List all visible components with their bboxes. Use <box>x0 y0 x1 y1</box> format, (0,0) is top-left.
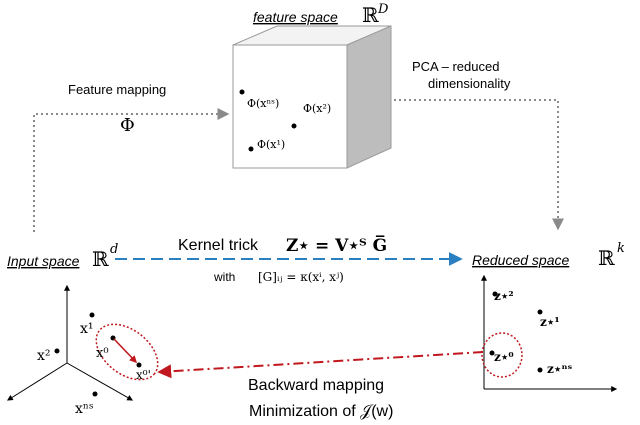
reduced-point-0-label: z⋆⁰ <box>494 350 514 364</box>
input-point-1-label: x¹ <box>80 321 94 337</box>
reduced-point-0 <box>489 350 495 356</box>
feature-point-ns <box>239 89 245 95</box>
feature-point-2-label: Φ(x²) <box>303 102 331 115</box>
pca-arrow <box>394 99 564 231</box>
reduced-point-1 <box>537 309 543 315</box>
backward-mapping-arrow <box>157 351 484 379</box>
reduced-space-axes <box>481 274 618 392</box>
svg-text:feature space: feature space <box>253 9 338 25</box>
minimization-label: Minimization of 𝒥(w) <box>249 403 393 420</box>
input-point-ns <box>92 391 98 397</box>
input-point-ns-label: xⁿˢ <box>75 401 94 417</box>
input-shift-arrow <box>113 338 138 364</box>
feature-mapping-symbol: Φ <box>120 115 135 136</box>
input-space-axes <box>6 284 134 401</box>
feature-point-1-label: Φ(x¹) <box>257 138 285 151</box>
kernel-trick-formula: Z⋆ = V⋆ᵀ G̅ <box>286 235 387 256</box>
svg-text:k: k <box>617 241 625 256</box>
svg-text:Input space: Input space <box>7 253 80 269</box>
feature-mapping-arrow <box>33 108 230 232</box>
reduced-point-2 <box>492 291 498 297</box>
svg-text:ℝ: ℝ <box>92 247 109 271</box>
reduced-point-ns-label: z⋆ⁿˢ <box>547 362 573 376</box>
input-space-title: Input space ℝ d <box>7 242 118 271</box>
svg-text:ℝ: ℝ <box>362 3 379 27</box>
input-point-0-label: x⁰ <box>96 346 109 361</box>
input-point-2 <box>54 348 60 354</box>
reduced-space-title: Reduced space ℝ k <box>472 241 625 270</box>
svg-text:d: d <box>110 242 118 257</box>
reduced-point-ns <box>537 367 543 373</box>
feature-point-1 <box>248 146 254 152</box>
pca-label-line2: dimensionality <box>428 76 511 91</box>
input-neighborhood-ellipse <box>95 323 159 381</box>
kernel-trick-label-bg <box>173 233 430 254</box>
pca-label-line1: PCA – reduced <box>412 59 499 74</box>
reduced-point-1-label: z⋆¹ <box>540 315 560 329</box>
svg-text:ℝ: ℝ <box>598 246 615 270</box>
feature-point-ns-label: Φ(xⁿˢ) <box>247 97 279 110</box>
reduced-neighborhood-ellipse <box>481 332 523 378</box>
backward-mapping-label: Backward mapping <box>248 377 384 394</box>
input-point-0-prime <box>136 362 142 368</box>
kernel-trick-with-formula: [G]ᵢⱼ = κ(xⁱ, xʲ) <box>258 270 344 284</box>
svg-text:Reduced space: Reduced space <box>472 252 570 268</box>
feature-space-title: feature space ℝ D <box>253 2 389 27</box>
kernel-trick-with: with <box>213 270 235 284</box>
input-point-2-label: x² <box>37 348 51 364</box>
feature-mapping-label: Feature mapping <box>68 82 166 97</box>
input-point-1 <box>89 312 95 318</box>
input-point-0-prime-label: x⁰' <box>136 368 151 382</box>
feature-point-2 <box>291 123 297 129</box>
reduced-point-2-label: z⋆² <box>494 289 514 303</box>
kernel-trick-label: Kernel trick <box>178 237 259 254</box>
svg-text:D: D <box>377 2 389 17</box>
